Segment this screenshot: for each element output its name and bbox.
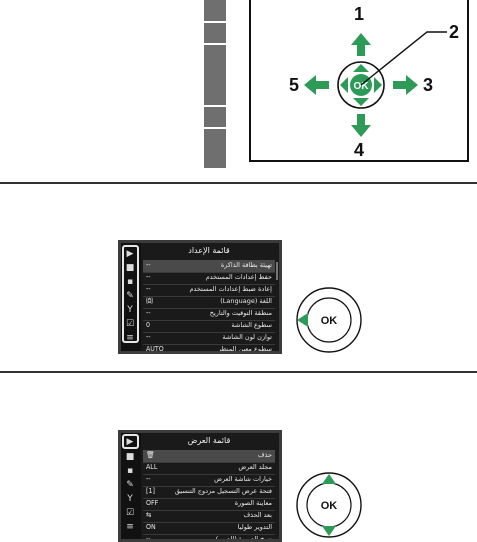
callout-4: 4 — [354, 140, 365, 160]
section-divider — [0, 371, 477, 373]
scrollbar[interactable] — [276, 262, 278, 280]
pencil-icon[interactable]: ✎ — [126, 291, 134, 301]
menu-title: قائمة الإعداد — [188, 246, 230, 255]
inner-right-triangle — [374, 77, 382, 93]
arrow-up-head — [351, 33, 371, 45]
wrench-icon[interactable]: Y — [127, 305, 133, 315]
callout-2: 2 — [449, 22, 460, 42]
movie-icon[interactable]: ▪ — [126, 466, 134, 476]
menu-item[interactable]: --نسخ الصورة (الصور) — [143, 534, 275, 539]
inner-up-triangle — [353, 64, 369, 72]
arrow-right-head — [406, 75, 418, 95]
down-arrow-icon — [322, 526, 336, 536]
arrow-left-shaft — [315, 81, 329, 89]
retouch-icon[interactable]: ☑ — [125, 319, 135, 329]
ok-label: OK — [354, 81, 370, 92]
direction-arrows — [304, 33, 418, 137]
tab-column-highlight — [122, 245, 139, 343]
strip-segment — [204, 129, 226, 168]
left-arrow-icon — [297, 313, 308, 327]
arrow-down-shaft — [357, 114, 365, 126]
tab-highlight — [122, 434, 139, 449]
inner-down-triangle — [353, 98, 369, 106]
playback-icon[interactable]: ▶ — [126, 437, 134, 447]
playback-icon[interactable]: ▶ — [126, 249, 134, 259]
camera-icon[interactable]: ■ — [125, 452, 135, 462]
menu-title: قائمة العرض — [187, 436, 231, 445]
screen-edge-strip — [204, 0, 226, 168]
menu-item[interactable]: --تهيئة بطاقة الذاكرة — [143, 260, 275, 273]
arrow-up-shaft — [357, 44, 365, 56]
strip-segment — [204, 0, 226, 21]
callout-3: 3 — [423, 75, 434, 95]
menu-item[interactable]: --توازن لون الشاشة — [143, 332, 275, 345]
mymenu-icon[interactable]: ≡ — [126, 522, 134, 532]
callout-1: 1 — [354, 4, 365, 24]
arrow-down-head — [351, 125, 371, 137]
menu-item[interactable]: ㉂اللغة (Language) — [143, 296, 275, 309]
strip-segment — [204, 23, 226, 43]
menu-item[interactable]: 🗑حذف — [143, 450, 275, 463]
strip-segment — [204, 107, 226, 127]
callout-5: 5 — [289, 75, 300, 95]
setup-menu-screen: ▶ ■ ▪ ✎ Y ☑ ≡ قائمة الإعداد --تهيئة بطاق… — [118, 240, 282, 354]
multi-selector-illustration: OK — [304, 31, 447, 137]
inner-left-triangle — [340, 77, 348, 93]
menu-item[interactable]: ⇆بعد الحذف — [143, 510, 275, 523]
wrench-icon[interactable]: Y — [127, 494, 133, 504]
menu-tab-column: ▶ ■ ▪ ✎ Y ☑ ≡ — [121, 243, 141, 351]
menu-item[interactable]: --حفظ إعدادات المستخدم — [143, 272, 275, 285]
ok-label: OK — [321, 315, 338, 327]
up-arrow-icon — [322, 474, 336, 484]
menu-tab-column: ▶ ■ ▪ ✎ Y ☑ ≡ — [121, 433, 141, 539]
arrow-left-head — [304, 75, 316, 95]
pencil-icon[interactable]: ✎ — [126, 480, 134, 490]
menu-list: --تهيئة بطاقة الذاكرة --حفظ إعدادات المس… — [143, 260, 279, 351]
menu-item[interactable]: [1]فتحة عرض التسجيل مزدوج التنسيق — [143, 486, 275, 499]
arrow-right-shaft — [393, 81, 407, 89]
menu-item[interactable]: --خيارات شاشة العرض — [143, 474, 275, 487]
strip-segment — [204, 45, 226, 105]
menu-item[interactable]: --منطقة التوقيت والتاريخ — [143, 308, 275, 321]
callout-2-leader — [360, 31, 447, 86]
section-divider — [0, 182, 477, 184]
camera-icon[interactable]: ■ — [125, 263, 135, 273]
multi-selector-left: OK — [296, 287, 362, 353]
menu-item[interactable]: --إعادة ضبط إعدادات المستخدم — [143, 284, 275, 297]
multi-selector-diagram: OK 1 2 3 4 5 — [249, 0, 469, 162]
multi-selector-updown: OK — [296, 472, 362, 538]
movie-icon[interactable]: ▪ — [126, 277, 134, 287]
ok-label: OK — [321, 500, 338, 512]
mymenu-icon[interactable]: ≡ — [126, 333, 134, 343]
retouch-icon[interactable]: ☑ — [125, 508, 135, 518]
